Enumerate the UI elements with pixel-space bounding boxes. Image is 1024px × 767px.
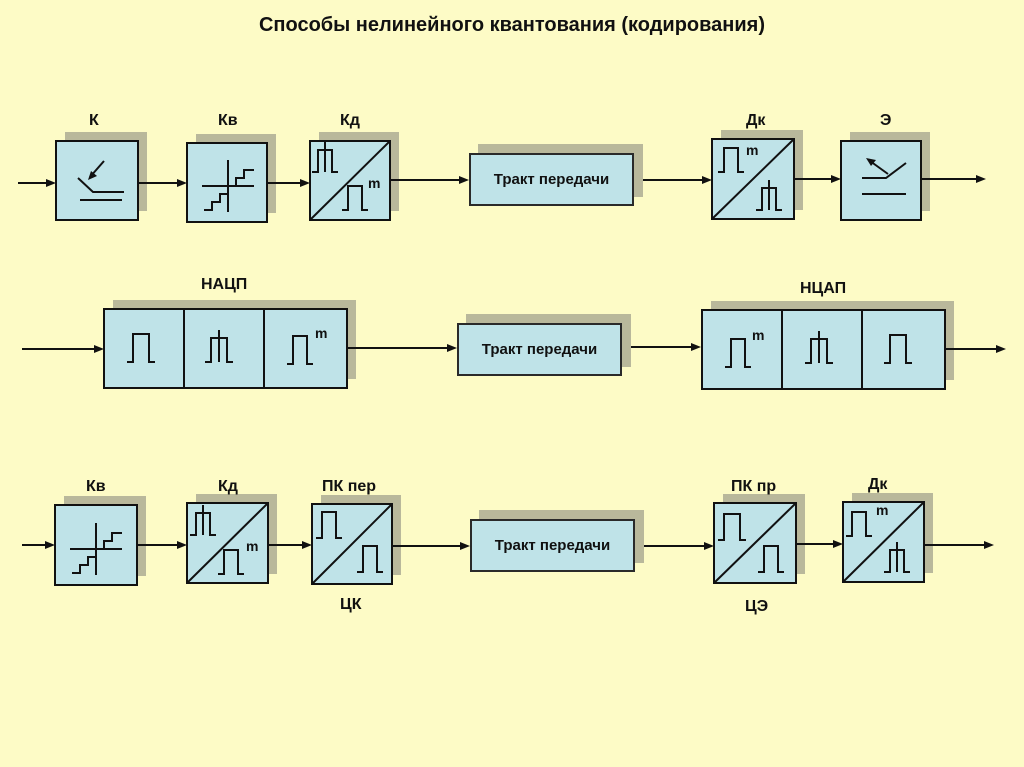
kd2-pulse-bottom: [218, 549, 244, 575]
input-arrow-3-head: [45, 541, 55, 549]
nacp-pulse-1: [127, 333, 155, 363]
label-pk-pr: ПК пр: [731, 478, 777, 495]
label-pk-per: ПК пер: [322, 478, 377, 495]
label-kd-2: Кд: [218, 478, 238, 495]
ncap-m-label: m: [752, 327, 764, 343]
kv-stairs: [204, 169, 254, 211]
dk2-pulse-top: [846, 511, 872, 537]
pkpr-diagonal: [713, 502, 797, 584]
arrow-kv-kd-head: [300, 179, 310, 187]
dk-m-label: m: [746, 142, 758, 158]
nacp-m-label: m: [315, 325, 327, 341]
label-ncap: НЦАП: [800, 280, 847, 297]
label-ce: ЦЭ: [745, 598, 769, 615]
arrow-pk-channel-head: [460, 542, 470, 550]
arrow-k-kv-head: [177, 179, 187, 187]
channel-block-3: Тракт передачи: [470, 519, 635, 572]
arrow-kd-channel-head: [459, 176, 469, 184]
kd2-m-label: m: [246, 538, 258, 554]
block-k: [55, 140, 139, 221]
k-curve: [77, 177, 124, 193]
arrow-channel-ncap-head: [691, 343, 701, 351]
output-arrow-1-head: [976, 175, 986, 183]
kv2-stairs: [72, 532, 122, 574]
arrow-nacp-channel-head: [447, 344, 457, 352]
arrow-kd-pk-2-head: [302, 541, 312, 549]
pkpr-pulse-bottom: [758, 545, 784, 573]
output-arrow-3-head: [984, 541, 994, 549]
ncap-pulse-3: [884, 334, 912, 364]
channel-block-2: Тракт передачи: [457, 323, 622, 376]
k-arrow-head: [88, 171, 97, 180]
ncap-pulse-1: [725, 338, 751, 368]
kd-m-label: m: [368, 175, 380, 191]
input-arrow-1-head: [46, 179, 56, 187]
kd-diagonal: [309, 140, 391, 221]
label-ck: ЦК: [340, 596, 362, 613]
arrow-pkpr-dk-head: [833, 540, 843, 548]
kd-pulse-bottom: [342, 185, 368, 211]
pkpr-pulse-top: [718, 513, 746, 541]
nacp-block: [103, 308, 348, 389]
nacp-pulse-3: [287, 335, 313, 365]
dk-diagonal: [711, 138, 795, 220]
label-dk: Дк: [746, 112, 766, 129]
channel-block-1: Тракт передачи: [469, 153, 634, 206]
dk-pulse-top: [718, 147, 744, 173]
ncap-block: [701, 309, 946, 390]
label-k: К: [89, 112, 99, 129]
arrow-kv-kd-2-head: [177, 541, 187, 549]
label-kd: Кд: [340, 112, 360, 129]
pkper-pulse-bottom: [357, 545, 383, 573]
label-e: Э: [880, 112, 892, 129]
label-dk-2: Дк: [868, 476, 888, 493]
label-kv-2: Кв: [86, 478, 106, 495]
slide-title: Способы нелинейного квантования (кодиров…: [258, 14, 766, 36]
arrow-channel-dk-head: [702, 176, 712, 184]
arrow-dk-e-head: [831, 175, 841, 183]
kd2-diagonal: [186, 502, 269, 584]
output-arrow-2-head: [996, 345, 1006, 353]
e-arrow-head: [866, 158, 876, 166]
dk2-diagonal: [842, 501, 925, 583]
block-e: [840, 140, 922, 221]
dk2-m-label: m: [876, 502, 888, 518]
e-curve: [862, 162, 907, 179]
label-nacp: НАЦП: [201, 276, 248, 293]
arrow-channel-pkpr-head: [704, 542, 714, 550]
label-kv: Кв: [218, 112, 238, 129]
pkper-diagonal: [311, 503, 393, 585]
input-arrow-2-head: [94, 345, 104, 353]
pkper-pulse-top: [316, 511, 342, 539]
